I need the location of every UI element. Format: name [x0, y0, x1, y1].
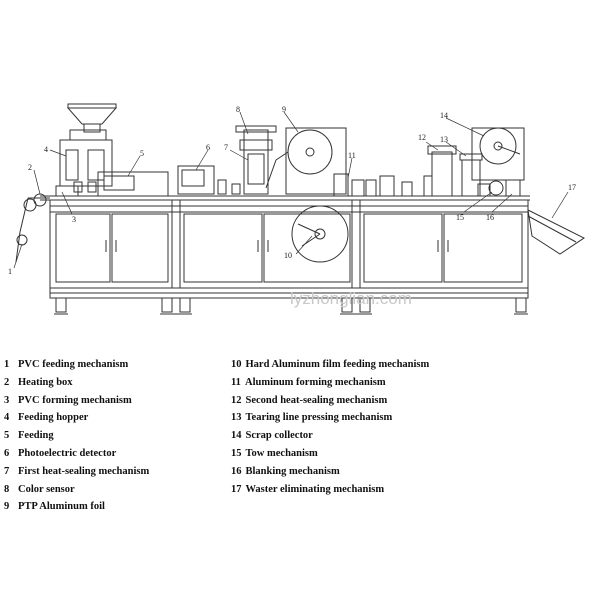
- cabinet-door: [111, 213, 169, 283]
- legend-label: Heating box: [18, 376, 73, 388]
- legend-label: Photoelectric detector: [18, 447, 117, 459]
- legend-label: Tow mechanism: [245, 447, 318, 459]
- legend-num: 12: [231, 394, 242, 406]
- legend-num: 7: [4, 465, 10, 477]
- legend-item: 5 Feeding: [4, 427, 274, 445]
- tow-roller: [488, 180, 504, 196]
- legend-item: 4 Feeding hopper: [4, 409, 274, 427]
- cabinet-door: [363, 213, 443, 283]
- legend-item: 8 Color sensor: [4, 481, 274, 499]
- legend-num: 11: [231, 376, 241, 388]
- callout-17: 17: [568, 183, 576, 192]
- legend-item: 2 Heating box: [4, 374, 274, 392]
- legend-label: Second heat-sealing mechanism: [245, 394, 388, 406]
- feeding-chamber: [97, 171, 169, 197]
- callout-16: 16: [486, 213, 494, 222]
- legend-label: Blanking mechanism: [245, 465, 340, 477]
- callout-13: 13: [440, 135, 448, 144]
- callout-7: 7: [224, 143, 228, 152]
- machine-foot: [341, 297, 353, 313]
- legend-label: Feeding: [18, 430, 54, 442]
- callout-6: 6: [206, 143, 210, 152]
- legend-item: 7 First heat-sealing mechanism: [4, 463, 274, 481]
- legend-num: 17: [231, 483, 242, 495]
- first-heat-sealing-unit: [243, 129, 269, 195]
- legend-label: PVC feeding mechanism: [18, 359, 129, 370]
- ptp-foil-housing: [285, 127, 347, 195]
- heating-box: [55, 185, 79, 197]
- legend-item: 1 PVC feeding mechanism: [4, 356, 274, 374]
- callout-14: 14: [440, 111, 448, 120]
- aluminum-forming-unit: [333, 173, 349, 197]
- second-heat-sealing-unit: [431, 151, 453, 197]
- legend-label: PVC forming mechanism: [18, 394, 132, 406]
- machine-foot: [55, 297, 67, 313]
- blanking-unit: [477, 183, 491, 197]
- legend-label: Hard Aluminum film feeding mechanism: [245, 359, 430, 370]
- callout-5: 5: [140, 149, 144, 158]
- legend-label: Color sensor: [18, 483, 75, 495]
- tearing-line-press: [461, 159, 481, 197]
- callout-2: 2: [28, 163, 32, 172]
- cabinet-door: [443, 213, 523, 283]
- callout-9: 9: [282, 105, 286, 114]
- legend-num: 15: [231, 447, 242, 459]
- legend-num: 10: [231, 359, 242, 370]
- legend-num: 6: [4, 447, 10, 459]
- callout-8: 8: [236, 105, 240, 114]
- machine-foot: [359, 297, 371, 313]
- legend-item: 11 Aluminum forming mechanism: [231, 374, 501, 392]
- photoelectric-detector: [177, 165, 215, 195]
- ptp-aluminum-foil-roll: [287, 129, 333, 175]
- waste-chute: [527, 209, 585, 255]
- legend-num: 5: [4, 430, 10, 442]
- legend-label: Tearing line pressing mechanism: [245, 412, 393, 424]
- scrap-collector-roll: [479, 127, 517, 165]
- callout-11: 11: [348, 151, 356, 160]
- feeding-hopper-icon: [66, 107, 118, 125]
- legend-label: PTP Aluminum foil: [18, 501, 105, 513]
- cabinet-door: [183, 213, 263, 283]
- legend-num: 13: [231, 412, 242, 424]
- legend-item: 3 PVC forming mechanism: [4, 392, 274, 410]
- legend-label: First heat-sealing mechanism: [18, 465, 150, 477]
- legend-num: 2: [4, 376, 10, 388]
- legend-num: 8: [4, 483, 10, 495]
- watermark: lyzhonglian.com: [290, 289, 412, 308]
- legend-left-column: 1 PVC feeding mechanism 2 Heating box 3 PVC…: [4, 356, 274, 516]
- callout-1: 1: [8, 267, 12, 276]
- machine-drawing: 1 2 3 4 5 6 7 8 9 10 11 12 13 14 15 16 1…: [8, 103, 585, 315]
- cabinet-door: [55, 213, 111, 283]
- hard-aluminum-roll: [291, 205, 349, 263]
- legend-label: Scrap collector: [245, 430, 313, 442]
- legend-item: 9 PTP Aluminum foil: [4, 498, 274, 516]
- legend-label: Aluminum forming mechanism: [245, 376, 386, 388]
- legend-label: Feeding hopper: [18, 412, 89, 424]
- legend-num: 4: [4, 412, 10, 424]
- legend-num: 9: [4, 501, 10, 513]
- legend-num: 16: [231, 465, 242, 477]
- callout-4: 4: [44, 145, 48, 154]
- callout-12: 12: [418, 133, 426, 142]
- machine-foot: [515, 297, 527, 313]
- legend-item: 6 Photoelectric detector: [4, 445, 274, 463]
- machine-foot: [179, 297, 191, 313]
- callout-10: 10: [284, 251, 292, 260]
- legend-num: 3: [4, 394, 10, 406]
- machine-foot: [161, 297, 173, 313]
- callout-3: 3: [72, 215, 76, 224]
- legend-label: Waster eliminating mechanism: [245, 483, 385, 495]
- callout-15: 15: [456, 213, 464, 222]
- legend-num: 14: [231, 430, 242, 442]
- cabinet-door: [263, 213, 351, 283]
- legend-num: 1: [4, 359, 10, 370]
